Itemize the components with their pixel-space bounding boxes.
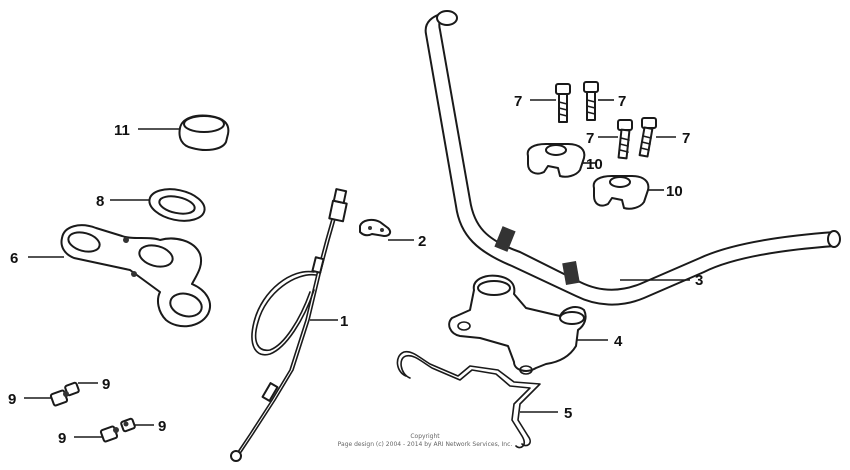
callout-8: 8	[96, 193, 104, 210]
nut-part-9-a[interactable]	[64, 381, 98, 397]
copyright-text: Page design (c) 2004 - 2014 by ARI Netwo…	[337, 441, 513, 448]
callout-6: 6	[10, 250, 18, 267]
callout-7-b: 7	[618, 93, 626, 110]
cable-part-1[interactable]	[230, 188, 348, 462]
upper-holder-part-10-b[interactable]	[592, 175, 664, 210]
callout-2: 2	[418, 233, 426, 250]
callout-1: 1	[340, 313, 348, 330]
handlebar-grip-band-left	[494, 226, 516, 252]
cap-part-11[interactable]	[138, 114, 230, 151]
handlebar-grip-band-right	[562, 260, 580, 286]
copyright-label: Copyright	[410, 433, 440, 440]
callout-11: 11	[114, 122, 130, 139]
callout-9-a: 9	[102, 376, 110, 393]
callout-9-d: 9	[58, 430, 66, 447]
clip-part-2[interactable]	[359, 218, 414, 241]
callout-3: 3	[695, 272, 703, 289]
callout-4: 4	[614, 333, 623, 350]
bolt-part-7-c[interactable]	[598, 119, 633, 160]
upper-holder-part-10-a[interactable]	[526, 143, 596, 178]
bolt-part-7-b[interactable]	[583, 81, 614, 121]
callout-7-a: 7	[514, 93, 522, 110]
callout-7-d: 7	[682, 130, 690, 147]
nut-part-9-d[interactable]	[74, 425, 119, 443]
gasket-part-8[interactable]	[110, 185, 208, 226]
callout-10-b: 10	[666, 183, 683, 200]
copyright-notice: Copyright Page design (c) 2004 - 2014 by…	[300, 433, 550, 449]
callout-9-b: 9	[8, 391, 16, 408]
callout-5: 5	[564, 405, 572, 422]
callout-7-c: 7	[586, 130, 594, 147]
wire-bracket-part-5[interactable]	[396, 350, 558, 449]
callout-10-a: 10	[586, 156, 603, 173]
lower-holder-part-4[interactable]	[448, 274, 608, 375]
nut-part-9-b[interactable]	[24, 389, 69, 407]
top-plate-part-6[interactable]	[28, 224, 211, 328]
bolt-part-7-d[interactable]	[638, 117, 676, 158]
handlebar-part-3[interactable]	[424, 10, 841, 306]
bolt-part-7-a[interactable]	[530, 83, 571, 123]
callout-9-c: 9	[158, 418, 166, 435]
nut-part-9-c[interactable]	[120, 417, 154, 433]
